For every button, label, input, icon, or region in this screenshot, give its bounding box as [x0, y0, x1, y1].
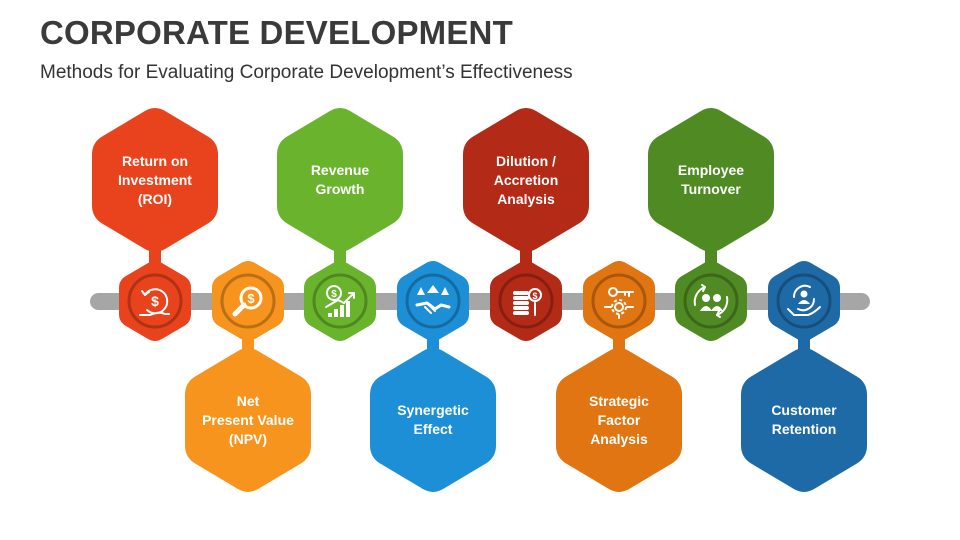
method-dilution-accretion-analysis: $: [463, 108, 589, 341]
svg-text:$: $: [331, 289, 337, 300]
method-icon-ring: [220, 273, 276, 329]
method-icon-ring: [312, 273, 368, 329]
method-label-hexagon: [277, 108, 403, 252]
method-icon-ring: [127, 273, 183, 329]
method-strategic-factor-analysis: [556, 261, 682, 492]
method-label-line: Turnover: [681, 181, 741, 197]
handshake-arrows-icon: [415, 285, 451, 314]
method-label-line: Analysis: [590, 430, 648, 447]
method-icon-ring: [405, 273, 461, 329]
method-icon-hexagon: [583, 261, 655, 341]
method-label-line: Growth: [315, 181, 365, 197]
method-label-line: Strategic: [589, 392, 649, 409]
method-label-line: Analysis: [497, 190, 555, 207]
method-label-line: Revenue: [310, 162, 370, 178]
method-label-line: Return on: [121, 152, 189, 169]
svg-text:$: $: [151, 293, 159, 309]
method-label-line: Net: [236, 392, 260, 409]
people-cycle-icon: [693, 284, 729, 318]
timeline-bar: [90, 293, 870, 310]
method-label-hexagon: [92, 108, 218, 252]
method-revenue-growth: $: [277, 108, 403, 341]
method-customer-retention: [741, 261, 867, 492]
method-label-line: Factor: [597, 411, 641, 428]
method-label-line: Customer: [771, 402, 837, 418]
method-label-line: Retention: [771, 421, 837, 437]
method-icon-hexagon: [675, 261, 747, 341]
page-subtitle: Methods for Evaluating Corporate Develop…: [40, 62, 573, 83]
method-label-line: Employee: [677, 162, 745, 178]
hand-person-cycle-icon: [787, 284, 821, 316]
method-icon-hexagon: [212, 261, 284, 341]
method-label-hexagon: [556, 348, 682, 492]
method-label-hexagon: [463, 108, 589, 252]
method-label-hexagon: [370, 348, 496, 492]
method-label-line: Investment: [118, 171, 192, 188]
method-icon-ring: [591, 273, 647, 329]
method-label-hexagon: [741, 348, 867, 492]
key-gear-icon: [604, 287, 634, 319]
method-label-line: Effect: [413, 421, 453, 437]
method-label-line: (NPV): [228, 430, 268, 447]
method-icon-hexagon: [119, 261, 191, 341]
method-employee-turnover: [648, 108, 774, 341]
coin-stack-icon: $: [513, 288, 542, 316]
method-label-line: Present Value: [202, 411, 294, 428]
method-label-line: (ROI): [137, 190, 173, 207]
method-icon-hexagon: [397, 261, 469, 341]
method-label-line: Accretion: [493, 171, 559, 188]
method-label-line: Synergetic: [397, 402, 469, 418]
method-synergetic-effect: [370, 261, 496, 492]
svg-text:$: $: [532, 291, 537, 301]
method-return-on-investment-roi: $: [92, 108, 218, 341]
method-label-return-on-investment-roi: Return on Investment (ROI): [100, 140, 210, 220]
growth-chart-icon: $: [325, 285, 355, 317]
page-title: CORPORATE DEVELOPMENT: [40, 14, 513, 51]
svg-text:$: $: [247, 291, 255, 306]
method-net-present-value-npv: $: [185, 261, 311, 492]
method-icon-ring: [498, 273, 554, 329]
method-label-hexagon: [185, 348, 311, 492]
dollar-cycle-hand-icon: $: [139, 288, 170, 316]
magnifier-dollar-icon: $: [232, 286, 263, 317]
method-label-line: Dilution /: [496, 152, 556, 169]
method-icon-ring: [683, 273, 739, 329]
method-icon-ring: [776, 273, 832, 329]
method-label-hexagon: [648, 108, 774, 252]
